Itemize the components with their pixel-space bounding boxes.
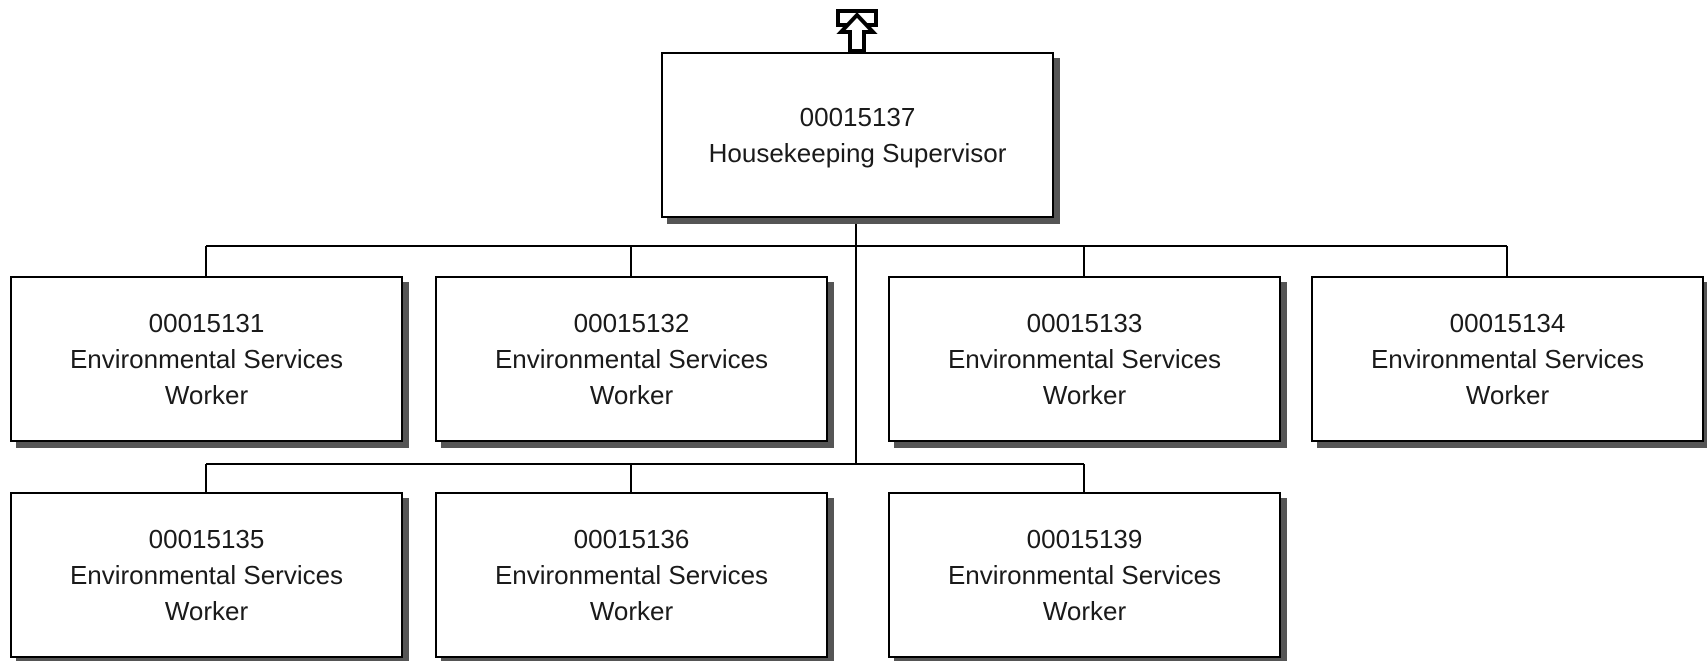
position-title: Environmental Services: [69, 344, 344, 374]
position-id: 00015136: [573, 524, 690, 554]
position-title: Worker: [164, 380, 249, 410]
position-id: 00015133: [1026, 308, 1143, 338]
org-node[interactable]: 00015135 Environmental Services Worker: [10, 492, 403, 658]
org-node[interactable]: 00015133 Environmental Services Worker: [888, 276, 1281, 442]
position-title: Environmental Services: [947, 560, 1222, 590]
position-title: Worker: [589, 596, 674, 626]
position-id: 00015131: [148, 308, 265, 338]
org-node[interactable]: 00015134 Environmental Services Worker: [1311, 276, 1704, 442]
position-id: 00015135: [148, 524, 265, 554]
org-node[interactable]: 00015136 Environmental Services Worker: [435, 492, 828, 658]
position-id: 00015132: [573, 308, 690, 338]
position-title: Housekeeping Supervisor: [708, 138, 1007, 168]
position-title: Worker: [1042, 380, 1127, 410]
position-title: Worker: [1465, 380, 1550, 410]
org-node-root[interactable]: 00015137 Housekeeping Supervisor: [661, 52, 1054, 218]
org-node[interactable]: 00015131 Environmental Services Worker: [10, 276, 403, 442]
position-title: Worker: [589, 380, 674, 410]
position-id: 00015137: [799, 102, 916, 132]
position-id: 00015139: [1026, 524, 1143, 554]
position-title: Worker: [164, 596, 249, 626]
org-node[interactable]: 00015132 Environmental Services Worker: [435, 276, 828, 442]
org-node[interactable]: 00015139 Environmental Services Worker: [888, 492, 1281, 658]
position-title: Environmental Services: [947, 344, 1222, 374]
position-title: Environmental Services: [494, 344, 769, 374]
position-id: 00015134: [1449, 308, 1566, 338]
position-title: Environmental Services: [69, 560, 344, 590]
position-title: Worker: [1042, 596, 1127, 626]
up-arrow-icon[interactable]: [835, 8, 879, 54]
position-title: Environmental Services: [1370, 344, 1645, 374]
position-title: Environmental Services: [494, 560, 769, 590]
